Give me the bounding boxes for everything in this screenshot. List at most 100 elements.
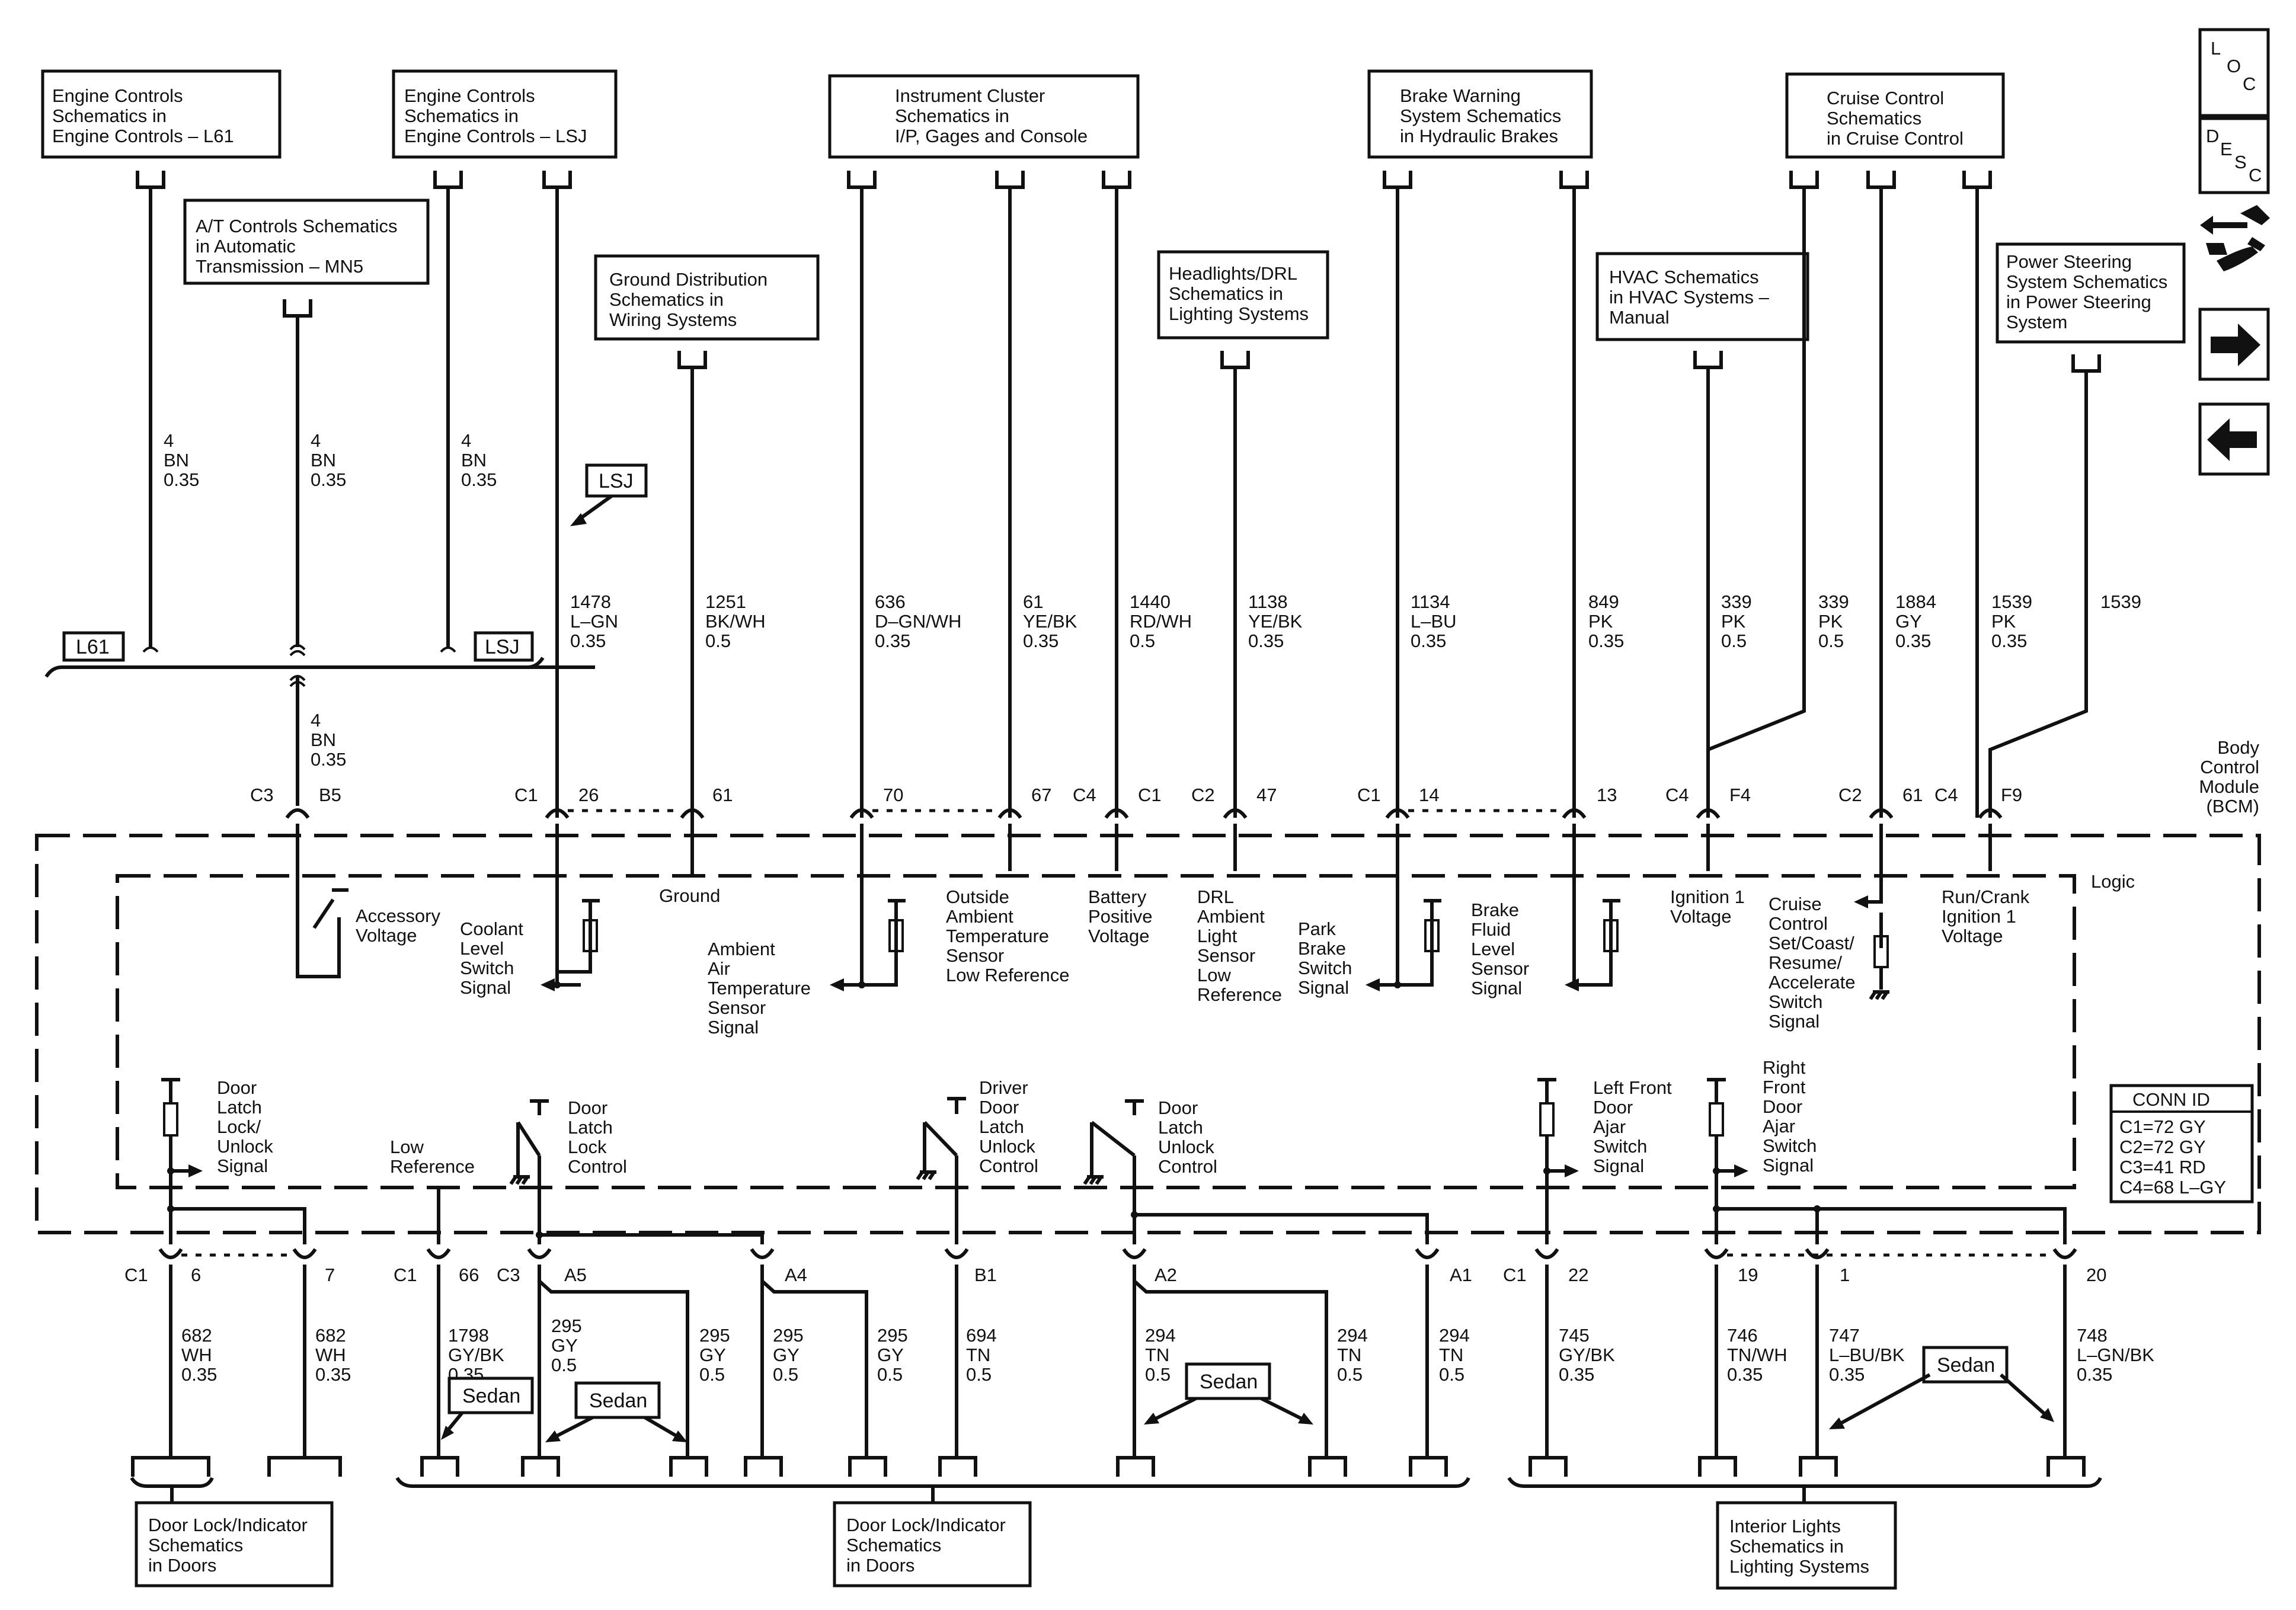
svg-text:Sedan: Sedan (462, 1385, 520, 1407)
loc-button[interactable]: L O C (2198, 28, 2270, 117)
svg-text:61: 61 (1902, 785, 1923, 805)
svg-text:A1: A1 (1450, 1265, 1472, 1285)
tag-lsj: LSJ (474, 631, 534, 662)
svg-text:26: 26 (578, 785, 599, 805)
svg-text:Sedan: Sedan (1937, 1354, 1995, 1377)
next-page-button[interactable] (2198, 308, 2270, 381)
svg-text:70: 70 (883, 785, 903, 805)
logic-label: Logic (2091, 871, 2135, 892)
bcm-top-pins (285, 808, 2003, 819)
desc-button[interactable]: D E S C (2198, 117, 2270, 194)
desc-icon: D E S C (2206, 126, 2262, 185)
svg-text:19: 19 (1738, 1265, 1758, 1285)
bcm-internal-lower (161, 1078, 2067, 1244)
sedan-tag-1798: Sedan (441, 1377, 534, 1440)
svg-text:C: C (2243, 73, 2256, 94)
loc-icon: L O C (2211, 38, 2256, 94)
svg-text:47: 47 (1256, 785, 1277, 805)
svg-text:CONN ID: CONN ID (2132, 1089, 2210, 1110)
svg-text:67: 67 (1031, 785, 1051, 805)
sedan-tag-294: Sedan (1144, 1362, 1313, 1425)
wire-label-1539-ps: 1539 (2100, 591, 2141, 612)
sedan-tag-295: Sedan (545, 1381, 687, 1442)
svg-text:13: 13 (1597, 785, 1617, 805)
sedan-tags: Sedan Sedan Sedan Sedan (441, 1346, 2054, 1442)
svg-text:L: L (2211, 38, 2221, 59)
svg-text:A2: A2 (1155, 1265, 1177, 1285)
svg-text:C1: C1 (1503, 1265, 1527, 1285)
arrow-right-icon (2211, 324, 2260, 366)
destination-terminals (131, 1456, 2086, 1477)
svg-text:O: O (2227, 56, 2241, 76)
svg-text:Sedan: Sedan (589, 1390, 647, 1412)
lower-wiring (169, 1265, 2067, 1458)
svg-text:C3: C3 (497, 1265, 520, 1285)
tag-lsj-coolant: LSJ (570, 463, 648, 526)
svg-text:C1: C1 (394, 1265, 417, 1285)
svg-text:C: C (2249, 165, 2262, 185)
svg-text:C4: C4 (1665, 785, 1689, 805)
connector-tool-button[interactable] (2200, 205, 2270, 271)
arrow-left-icon (2207, 418, 2257, 461)
sedan-tag-747: Sedan (1829, 1346, 2054, 1429)
svg-text:C4: C4 (1073, 785, 1096, 805)
svg-text:D: D (2206, 126, 2219, 146)
previous-page-button[interactable] (2198, 402, 2270, 476)
bcm-top-pin-labels: C3 B5 C1 26 61 70 67 C4 C1 C2 47 C1 14 1… (250, 785, 2022, 805)
svg-text:C1: C1 (514, 785, 538, 805)
svg-text:1: 1 (1840, 1265, 1850, 1285)
